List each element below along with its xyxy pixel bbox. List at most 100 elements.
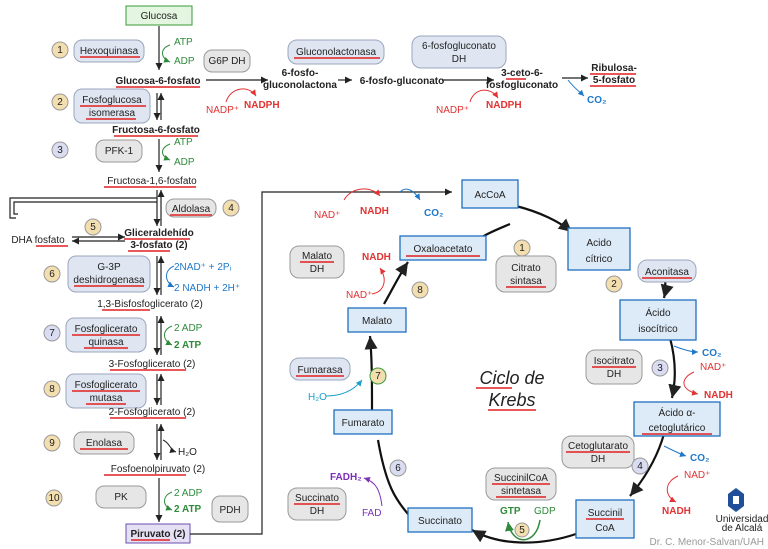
krebs-step-2-badge (605, 275, 623, 293)
cs-label-2: sintasa (510, 276, 542, 287)
krebs-title-1: Ciclo de (479, 368, 544, 388)
krebs-title-2: Krebs (488, 390, 535, 410)
h2o-label-9: H₂O (178, 447, 197, 458)
co2-label-pdh: CO₂ (424, 208, 443, 219)
fadh2-label: FADH₂ (330, 472, 362, 483)
step-4-badge (222, 199, 240, 217)
aldolase-label: Aldolasa (172, 204, 211, 215)
g6p-label: Glucosa-6-fosfato (115, 76, 200, 87)
krebs-step-3-number: 3 (657, 363, 663, 374)
co2-label-pentose: CO₂ (587, 95, 606, 106)
step-6-number: 6 (49, 269, 55, 280)
f6p-label: Fructosa-6-fosfato (112, 125, 200, 136)
sdh-label-2: DH (310, 506, 324, 517)
g6pdh-enzyme[interactable] (203, 49, 251, 73)
nadp-label-2: NADP⁺ (436, 105, 469, 116)
g6pdh-label: G6P DH (208, 56, 245, 67)
step-2-number: 2 (57, 97, 63, 108)
krebs-step-5-number: 5 (519, 525, 525, 536)
nadh-label-pdh: NADH (360, 206, 389, 217)
sdh-label-1: Succinato (295, 493, 339, 504)
nad-in-label: 2NAD⁺ + 2Pᵢ (174, 262, 232, 273)
oxaloacetate-label: Oxaloacetato (414, 244, 473, 255)
pgdh-label-1: 6-fosfogluconato (422, 41, 496, 52)
aconitase-enzyme[interactable] (637, 259, 697, 283)
succinate-box (407, 507, 473, 533)
citrate-box (567, 227, 631, 271)
scs-label-2: sintetasa (501, 486, 541, 497)
f16bp-label: Fructosa-1,6-fosfato (107, 176, 197, 187)
credit-text: Dr. C. Menor-Salvan/UAH (650, 537, 764, 548)
fumarase-label: Fumarasa (297, 365, 342, 376)
aldolase-enzyme[interactable] (165, 198, 217, 218)
pep-label: Fosfoenolpiruvato (2) (111, 464, 206, 475)
accoa-box (461, 179, 519, 209)
pg3-label: 3-Fosfoglicerato (2) (109, 359, 196, 370)
step-3-number: 3 (57, 145, 63, 156)
pk-enzyme[interactable] (95, 485, 147, 509)
citrate-label-2: cítrico (586, 254, 613, 265)
nadp-label-1: NADP⁺ (206, 105, 239, 116)
atp2-label-7: 2 ATP (174, 340, 202, 351)
akg-label-1: Ácido α- (659, 406, 696, 419)
fad-label: FAD (362, 508, 381, 519)
hexokinase-label: Hexoquinasa (80, 46, 139, 57)
krebs-step-3-badge (651, 359, 669, 377)
accoa-label: AcCoA (474, 190, 505, 201)
step-3-badge (51, 141, 69, 159)
pgdh-enzyme[interactable] (411, 35, 507, 69)
pk-label: PK (114, 492, 128, 503)
pgdh-label-2: DH (452, 54, 466, 65)
succoa-label-2: CoA (595, 523, 615, 534)
aconitase-label: Aconitasa (645, 267, 689, 278)
step-2-badge (51, 93, 69, 111)
atp-label-3: ATP (174, 137, 193, 148)
nad-label-pdh: NAD⁺ (314, 210, 340, 221)
co2-label-idh: CO₂ (702, 348, 721, 359)
lactone-label-2: gluconolactona (263, 80, 337, 91)
krebs-step-7-badge (369, 367, 387, 385)
akg-label-2: cetoglutárico (649, 423, 706, 434)
fumarase-enzyme[interactable] (289, 357, 351, 381)
mdh-label-2: DH (310, 264, 324, 275)
mdh-label-1: Malato (302, 251, 332, 262)
footer: Universidad de Alcalá Dr. C. Menor-Salva… (650, 488, 768, 548)
krebs-step-1-badge (513, 239, 531, 257)
step-4-number: 4 (228, 203, 234, 214)
logo-text-1: Universidad (716, 514, 768, 525)
pdh-label: PDH (219, 505, 240, 516)
malate-box (347, 307, 407, 333)
g3pdh-enzyme[interactable] (67, 255, 151, 293)
succoa-label-1: Succinil (588, 508, 622, 519)
akg-box (633, 401, 721, 437)
krebs-step-5-badge (514, 522, 530, 538)
idh-label-1: Isocitrato (594, 356, 635, 367)
atp2-label-10: 2 ATP (174, 504, 202, 515)
krebs-step-8-number: 8 (417, 285, 423, 296)
h2o-label-krebs: H₂O (308, 392, 327, 403)
krebs-step-4-number: 4 (637, 461, 643, 472)
step-1-badge (51, 41, 69, 59)
ribulose-label-2: 5-fosfato (593, 75, 635, 86)
nadh-label-kgdh: NADH (662, 506, 691, 517)
isocitrate-label-2: isocítrico (638, 324, 678, 335)
step-10-number: 10 (48, 493, 60, 504)
glucose-box (125, 5, 193, 26)
nadph-label-2: NADPH (486, 100, 522, 111)
pyruvate-label: Piruvato (2) (130, 529, 185, 540)
krebs-step-7-number: 7 (375, 371, 381, 382)
adp2-label-10: 2 ADP (174, 488, 203, 499)
g3pdh-label-2: deshidrogenasa (73, 275, 145, 286)
step-9-number: 9 (49, 438, 55, 449)
step-5-badge (84, 218, 102, 236)
nadph-label-1: NADPH (244, 100, 280, 111)
citrate-synthase-enzyme[interactable] (495, 255, 557, 293)
adp-label-3: ADP (174, 157, 195, 168)
idh-label-2: DH (607, 369, 621, 380)
pfk-enzyme[interactable] (95, 139, 143, 163)
nad-label-idh: NAD⁺ (700, 362, 726, 373)
dha-label: DHA fosfato (11, 235, 65, 246)
pdh-enzyme[interactable] (211, 495, 249, 523)
kgdh-label-1: Cetoglutarato (568, 441, 628, 452)
atp-label-1: ATP (174, 37, 193, 48)
